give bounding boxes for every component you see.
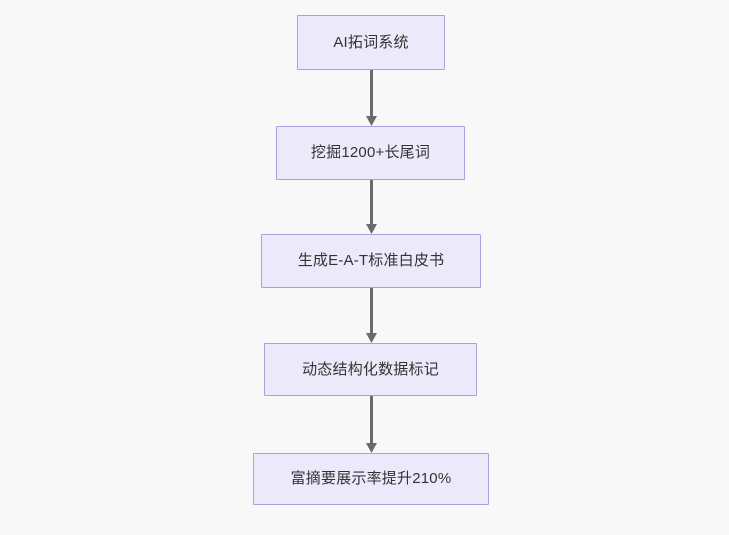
flow-node-label: 生成E-A-T标准白皮书 bbox=[297, 252, 445, 269]
flow-node-label: 动态结构化数据标记 bbox=[302, 360, 439, 378]
flow-node-generate-eat-whitepaper[interactable]: 生成E-A-T标准白皮书 bbox=[261, 234, 481, 288]
edge-n1-n2 bbox=[365, 70, 377, 126]
arrow-down-icon bbox=[365, 224, 377, 234]
arrow-down-icon bbox=[365, 333, 377, 343]
arrow-down-icon bbox=[365, 116, 377, 126]
flow-node-label: 挖掘1200+长尾词 bbox=[310, 144, 431, 161]
arrow-down-icon bbox=[365, 443, 377, 453]
edge-n4-n5 bbox=[365, 396, 377, 453]
flow-node-ai-keyword-system[interactable]: AI拓词系统 bbox=[297, 15, 445, 70]
flow-node-label: AI拓词系统 bbox=[333, 33, 409, 51]
flow-node-rich-snippet-rate-increase[interactable]: 富摘要展示率提升210% bbox=[253, 453, 489, 505]
edge-n2-n3 bbox=[365, 180, 377, 234]
edge-n3-n4 bbox=[365, 288, 377, 343]
flow-node-mine-longtail-keywords[interactable]: 挖掘1200+长尾词 bbox=[276, 126, 465, 180]
flow-node-label: 富摘要展示率提升210% bbox=[290, 470, 452, 487]
flow-node-dynamic-structured-data-markup[interactable]: 动态结构化数据标记 bbox=[264, 343, 477, 396]
